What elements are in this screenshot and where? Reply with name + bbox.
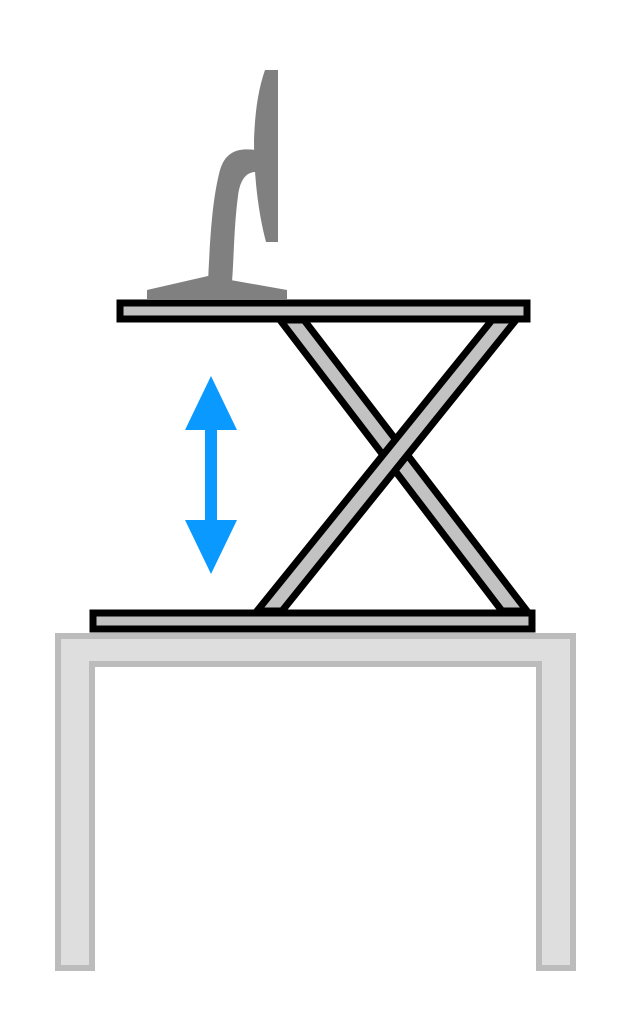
top-platform <box>116 299 531 323</box>
desk <box>55 633 576 971</box>
up-down-arrow-icon <box>185 376 237 574</box>
desk-frame <box>55 633 576 971</box>
monitor-base <box>147 276 287 300</box>
arrow-head-down <box>185 520 237 574</box>
monitor-stand <box>208 149 256 282</box>
monitor-icon <box>147 70 287 300</box>
arrow-head-up <box>185 376 237 430</box>
base-platform <box>89 609 536 633</box>
monitor-screen <box>254 70 278 242</box>
scissor-lift <box>249 316 535 615</box>
arrow-shaft <box>205 428 217 524</box>
